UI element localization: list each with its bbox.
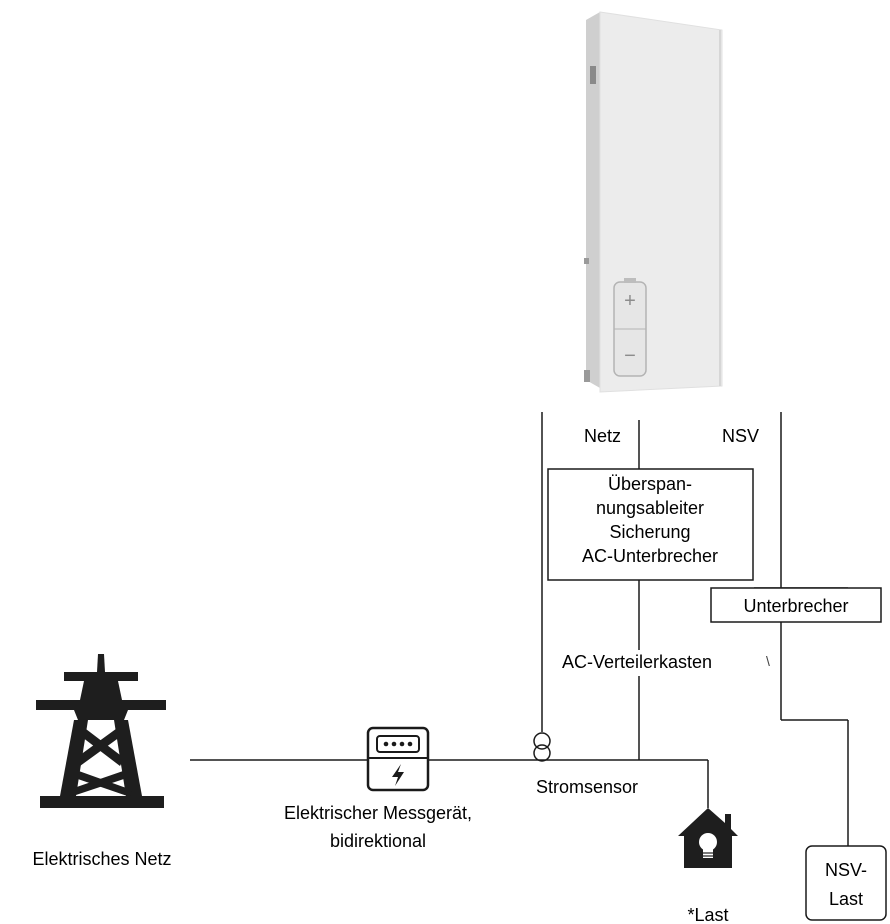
battery-plus-icon: + <box>624 290 636 312</box>
protection-box-line1: Überspan- <box>608 474 692 494</box>
wiring-lines <box>190 412 849 846</box>
house-load-icon <box>678 808 738 868</box>
breaker-box-frame <box>710 587 882 623</box>
protection-box: Überspan- nungsableiter Sicherung AC-Unt… <box>547 468 754 581</box>
protection-box-line4: AC-Unterbrecher <box>582 546 718 566</box>
distribution-box-label: AC-Verteilerkasten <box>562 652 712 672</box>
utility-grid-label: Elektrisches Netz <box>32 849 171 869</box>
cabinet-side-panel <box>586 12 600 388</box>
electric-meter-icon <box>366 726 430 792</box>
backup-load-box: NSV- Last <box>805 845 887 921</box>
backup-load-line1: NSV- <box>825 860 867 880</box>
battery-cabinet: + − <box>584 11 723 393</box>
transmission-tower-icon <box>36 654 166 808</box>
cabinet-foot <box>584 370 590 382</box>
battery-minus-icon: − <box>624 345 636 367</box>
backup-load-frame <box>805 845 887 921</box>
current-sensor-label: Stromsensor <box>536 777 638 797</box>
cabinet-side-handle <box>590 66 596 84</box>
meter-label-line2: bidirektional <box>330 831 426 851</box>
load-label: *Last <box>687 905 728 924</box>
current-sensor-icon <box>533 732 551 762</box>
meter-label-line1: Elektrischer Messgerät, <box>284 803 472 823</box>
battery-terminal <box>624 278 636 283</box>
breaker-box: Unterbrecher <box>710 587 882 623</box>
protection-box-line3: Sicherung <box>609 522 690 542</box>
protection-box-line2: nungsableiter <box>596 498 704 518</box>
protection-box-frame <box>547 468 754 581</box>
breaker-box-label: Unterbrecher <box>743 596 848 616</box>
cabinet-side-port <box>584 258 589 264</box>
grid-line-label: Netz <box>584 426 621 446</box>
backup-line-label: NSV <box>722 426 759 446</box>
stray-mark: \ <box>766 653 770 669</box>
backup-load-line2: Last <box>829 889 863 909</box>
